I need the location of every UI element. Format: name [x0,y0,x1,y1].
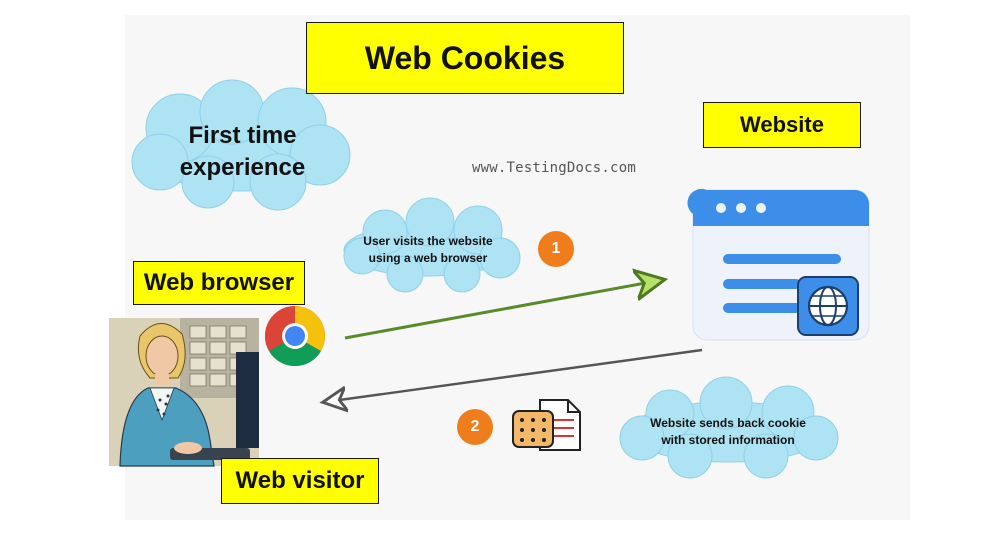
response-arrow [325,348,703,402]
step1-cloud-text: User visits the website using a web brow… [345,226,511,274]
step2-cloud [619,376,839,479]
request-arrow [344,280,662,340]
web-visitor-label: Web visitor [221,458,379,504]
cookie-document-icon [512,399,581,451]
step1-badge: 1 [538,231,574,267]
chrome-icon [264,306,326,367]
step1-cloud [343,197,521,293]
first-time-line1: First time [188,122,297,149]
step2-line1: Website sends back cookie [650,416,806,430]
web-visitor-illustration [109,318,259,467]
step1-line1: User visits the website [363,234,493,248]
web-browser-label: Web browser [133,261,305,305]
first-time-cloud [131,79,351,211]
watermark: www.TestingDocs.com [472,160,636,176]
step2-badge: 2 [457,409,493,445]
globe-icon [797,276,859,336]
step2-line2: with stored information [661,433,795,447]
step2-cloud-text: Website sends back cookie with stored in… [626,408,830,456]
cookie-icon [512,410,554,448]
first-time-cloud-text: First time experience [150,112,335,192]
website-window-icon [687,188,870,341]
first-time-line2: experience [179,154,306,181]
diagram-title: Web Cookies [306,22,624,94]
website-label: Website [703,102,861,148]
step1-line2: using a web browser [368,251,488,265]
